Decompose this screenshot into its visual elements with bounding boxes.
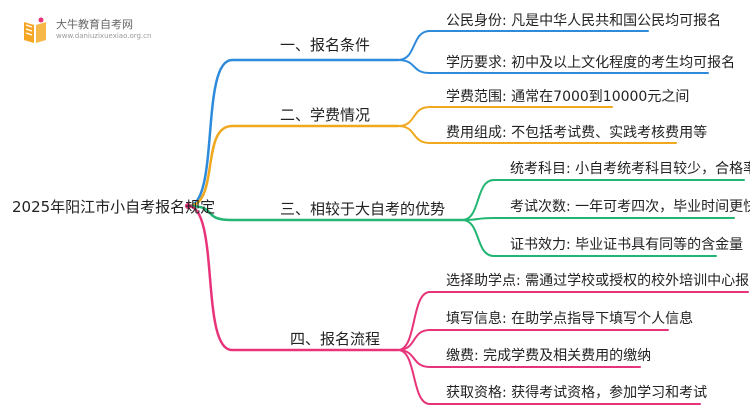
site-logo: 大牛教育自考网 www.daniuzixuexiao.org.cn bbox=[20, 14, 170, 48]
branch-node-advantages: 三、相较于大自考的优势 bbox=[280, 200, 446, 218]
leaf-tuition-range: 学费范围: 通常在7000到10000元之间 bbox=[446, 89, 690, 105]
leaf-certificate-validity: 证书效力: 毕业证书具有同等的含金量 bbox=[510, 237, 744, 253]
branch-node-conditions: 一、报名条件 bbox=[280, 36, 371, 54]
branch-connector bbox=[186, 124, 400, 208]
leaf-connector bbox=[397, 349, 701, 405]
logo-url: www.daniuzixuexiao.org.cn bbox=[56, 32, 152, 40]
leaf-connector bbox=[397, 125, 677, 144]
leaf-connector bbox=[461, 179, 745, 221]
leaf-connector bbox=[397, 59, 709, 74]
root-node: 2025年阳江市小自考报名规定 bbox=[12, 198, 216, 216]
leaf-unified-subjects: 统考科目: 小自考统考科目较少，合格率高 bbox=[510, 161, 750, 177]
leaf-fill-info: 填写信息: 在助学点指导下填写个人信息 bbox=[446, 311, 694, 327]
branch-connector bbox=[186, 204, 464, 222]
leaf-fee-composition: 费用组成: 不包括考试费、实践考核费用等 bbox=[446, 125, 708, 141]
leaf-choose-center: 选择助学点: 需通过学校或授权的校外培训中心报名 bbox=[446, 273, 750, 289]
leaf-connector bbox=[397, 329, 669, 351]
leaf-connector bbox=[397, 106, 613, 127]
leaf-exam-frequency: 考试次数: 一年可考四次，毕业时间更快 bbox=[510, 199, 750, 215]
leaf-connector bbox=[397, 291, 749, 351]
leaf-payment: 缴费: 完成学费及相关费用的缴纳 bbox=[446, 348, 652, 364]
leaf-education: 学历要求: 初中及以上文化程度的考生均可报名 bbox=[446, 55, 736, 71]
book-logo-icon bbox=[24, 17, 46, 43]
leaf-connector bbox=[397, 30, 649, 61]
branch-connector bbox=[186, 58, 400, 208]
branch-connector bbox=[186, 204, 400, 352]
branch-node-tuition: 二、学费情况 bbox=[280, 106, 371, 124]
leaf-connector bbox=[461, 217, 735, 221]
leaf-citizenship: 公民身份: 凡是中华人民共和国公民均可报名 bbox=[446, 13, 722, 29]
logo-title: 大牛教育自考网 bbox=[56, 18, 133, 31]
leaf-qualification: 获取资格: 获得考试资格，参加学习和考试 bbox=[446, 385, 708, 401]
root-connector-dot bbox=[185, 203, 191, 209]
branch-node-process: 四、报名流程 bbox=[290, 330, 381, 348]
leaf-connector bbox=[461, 219, 717, 257]
